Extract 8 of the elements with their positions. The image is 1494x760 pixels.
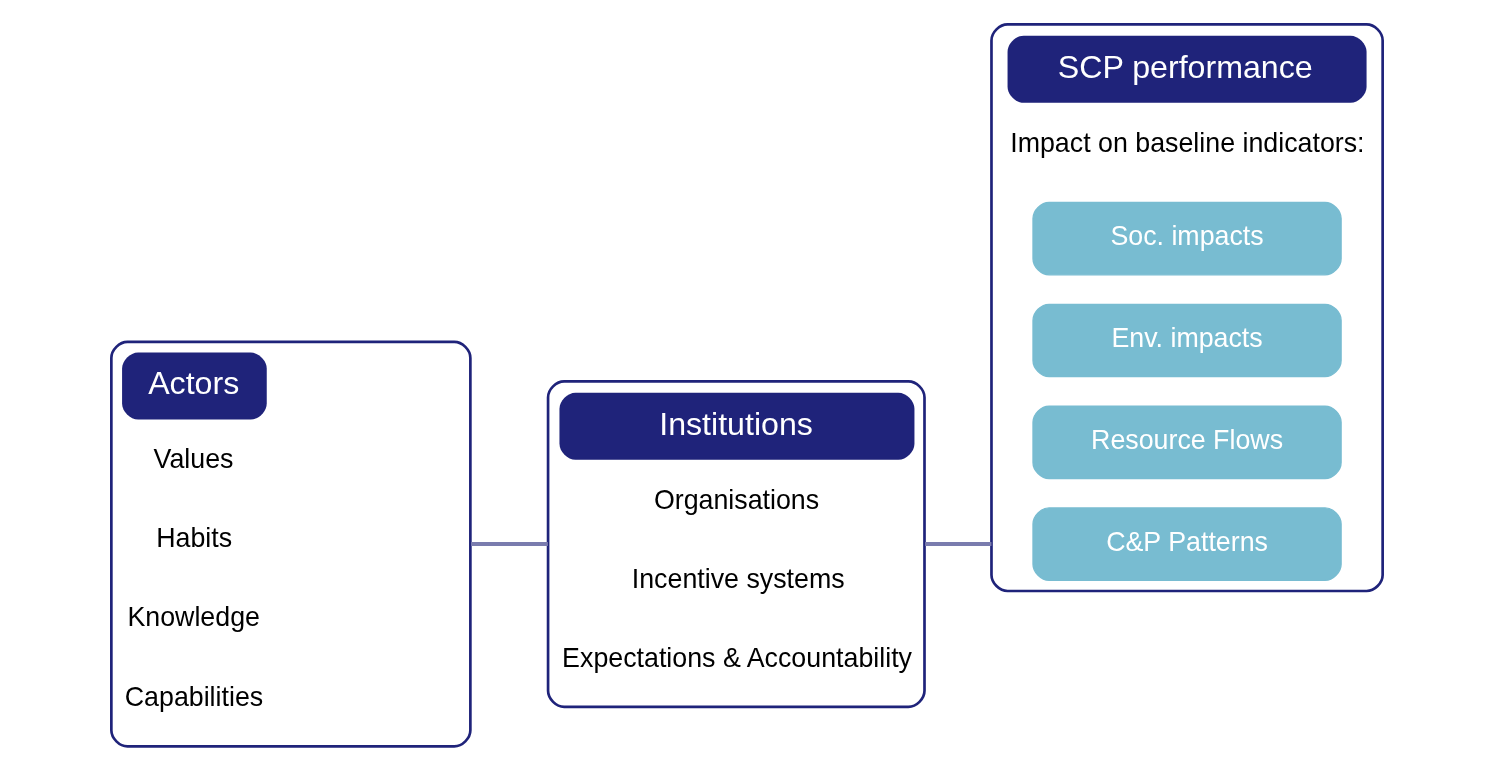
node-box: Env. impacts	[1032, 303, 1342, 378]
node-box: Soc. impacts	[1032, 201, 1342, 276]
node-box: Institutions Organisations Incentive systems Expectations & Accountability	[546, 380, 926, 709]
node-box: Actors Values Habits Knowledge Capabilities	[110, 340, 472, 748]
node-box: C&P Patterns	[1032, 507, 1342, 581]
connector	[925, 542, 992, 547]
connector	[471, 542, 548, 547]
node-box: Resource Flows	[1032, 405, 1342, 480]
